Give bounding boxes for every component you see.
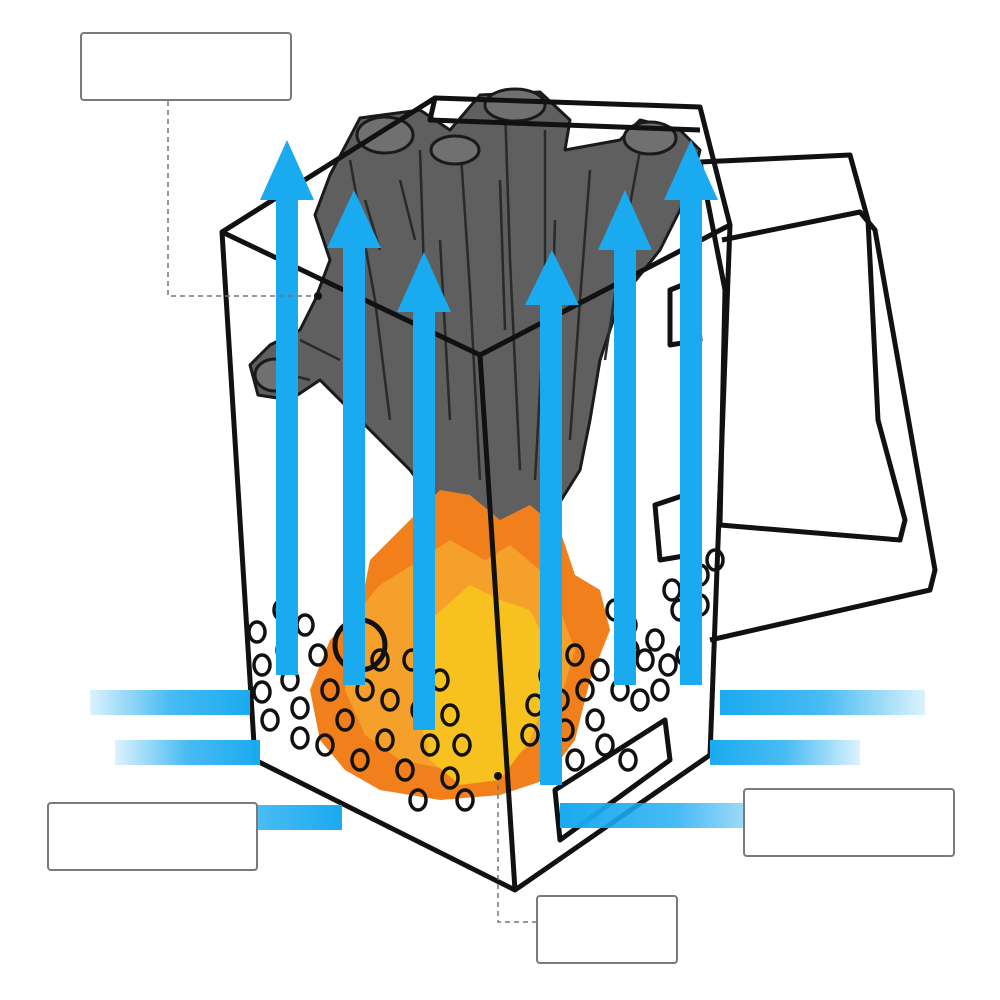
vent-hole-icon (260, 708, 280, 732)
vent-hole-icon (452, 733, 472, 757)
vent-hole-icon (290, 726, 310, 750)
vent-hole-icon (575, 678, 595, 702)
vent-hole-icon (370, 648, 390, 672)
vent-hole-icon (650, 678, 670, 702)
vent-hole-icon (565, 748, 585, 772)
vent-hole-icon (662, 578, 682, 602)
vent-hole-icon (335, 708, 355, 732)
handle (697, 152, 938, 643)
vent-hole-icon (635, 648, 655, 672)
vent-hole-icon (658, 653, 678, 677)
vent-hole-icon (645, 628, 665, 652)
pointer-dot-bottom (494, 772, 502, 780)
vent-hole-icon (420, 733, 440, 757)
vent-hole-icon (320, 678, 340, 702)
airflow-arrow-icon (90, 140, 925, 830)
vent-hole-icon (290, 696, 310, 720)
vent-hole-icon (408, 788, 428, 812)
vent-hole-icon (375, 728, 395, 752)
vent-hole-icon (590, 658, 610, 682)
vent-hole-icon (520, 723, 540, 747)
vent-hole-icon (350, 748, 370, 772)
flame-icon (310, 490, 610, 800)
vent-hole-icon (247, 620, 267, 644)
leader-lines (167, 101, 536, 923)
label-box-right (743, 788, 955, 857)
vent-hole-icon (565, 643, 585, 667)
vent-hole-icon (585, 708, 605, 732)
vent-hole-icon (440, 703, 460, 727)
vent-hole-icon (440, 766, 460, 790)
vent-hole-icon (618, 748, 638, 772)
label-box-bottom (536, 895, 678, 964)
vent-hole-icon (455, 788, 475, 812)
vent-hole-icon (315, 733, 335, 757)
vent-hole-icon (295, 613, 315, 637)
vent-hole-icon (252, 653, 272, 677)
label-box-left (47, 802, 258, 871)
pointer-dot-top (314, 292, 322, 300)
vent-hole-icon (252, 680, 272, 704)
vent-hole-icon (380, 688, 400, 712)
label-box-top (80, 32, 292, 101)
vent-hole-icon (705, 548, 725, 572)
vent-hole-icon (395, 758, 415, 782)
vent-hole-icon (630, 688, 650, 712)
vent-hole-icon (308, 643, 328, 667)
vent-hole-icon (595, 733, 615, 757)
